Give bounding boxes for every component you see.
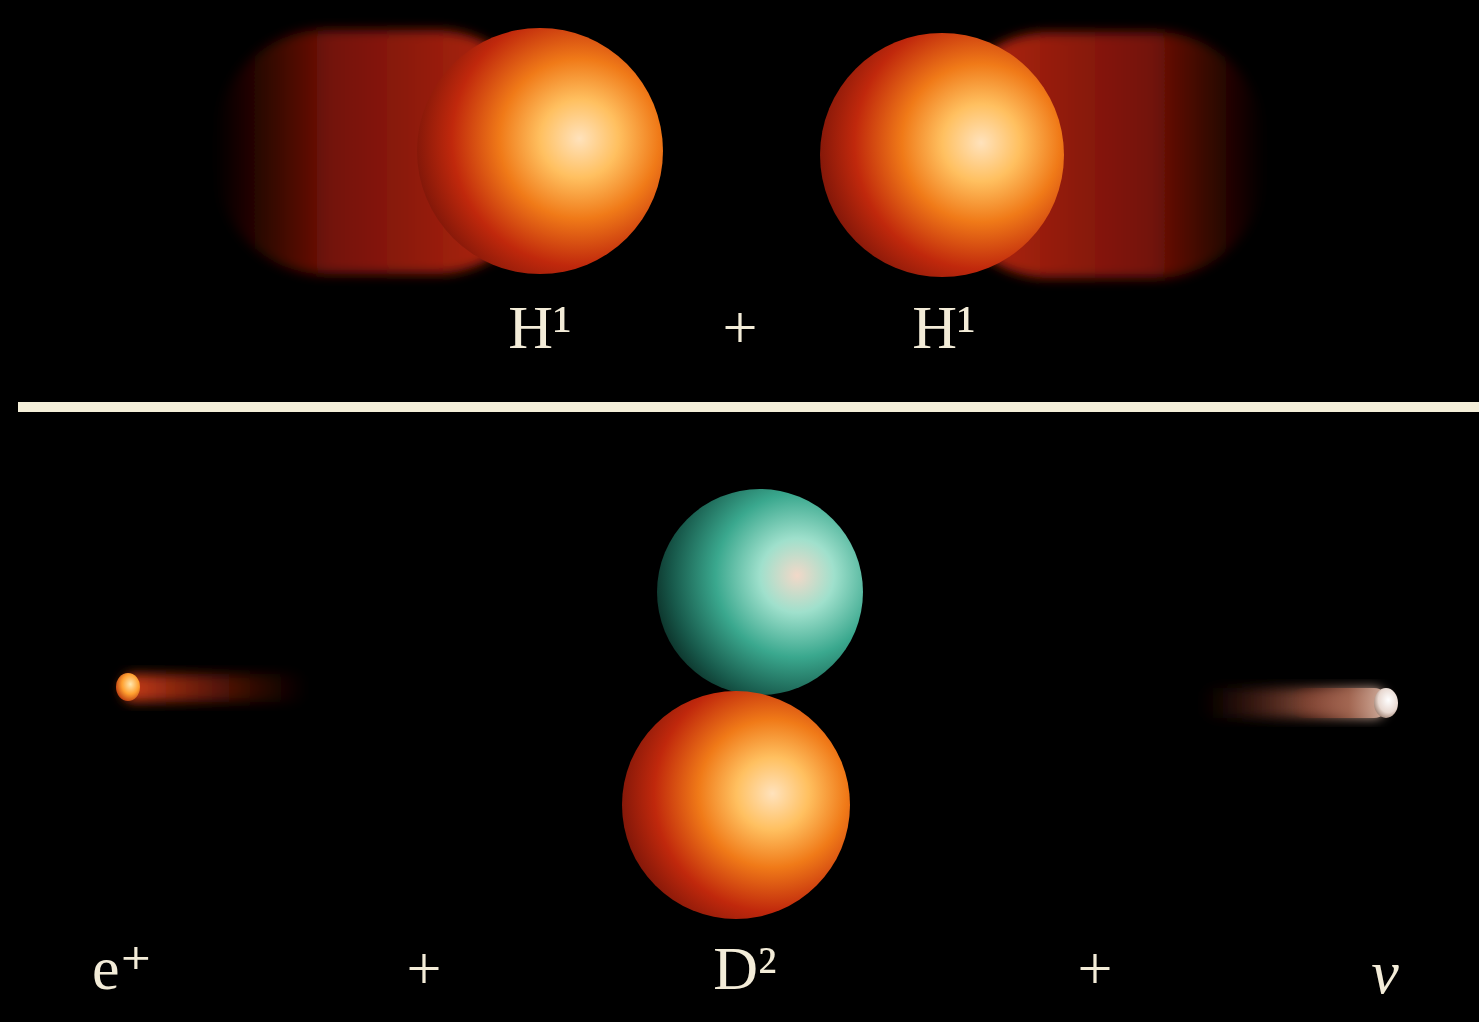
particle-label: H¹ bbox=[508, 296, 571, 358]
particle-label: H¹ bbox=[912, 296, 975, 358]
particle-label: + bbox=[1078, 937, 1113, 999]
motion-trail bbox=[122, 674, 307, 702]
neutrino-body bbox=[1290, 688, 1388, 718]
particle-label: e⁺ bbox=[92, 937, 152, 999]
proton-sphere bbox=[622, 691, 850, 919]
positron-particle bbox=[116, 673, 140, 701]
particle-label: + bbox=[407, 937, 442, 999]
neutron-sphere bbox=[657, 489, 863, 695]
neutrino-particle bbox=[1374, 688, 1398, 718]
particle-label: + bbox=[723, 296, 758, 358]
proton-sphere bbox=[417, 28, 663, 274]
proton-sphere bbox=[820, 33, 1064, 277]
divider-line bbox=[18, 402, 1479, 412]
particle-label: ν bbox=[1371, 941, 1399, 1003]
particle-label: D² bbox=[713, 937, 776, 999]
